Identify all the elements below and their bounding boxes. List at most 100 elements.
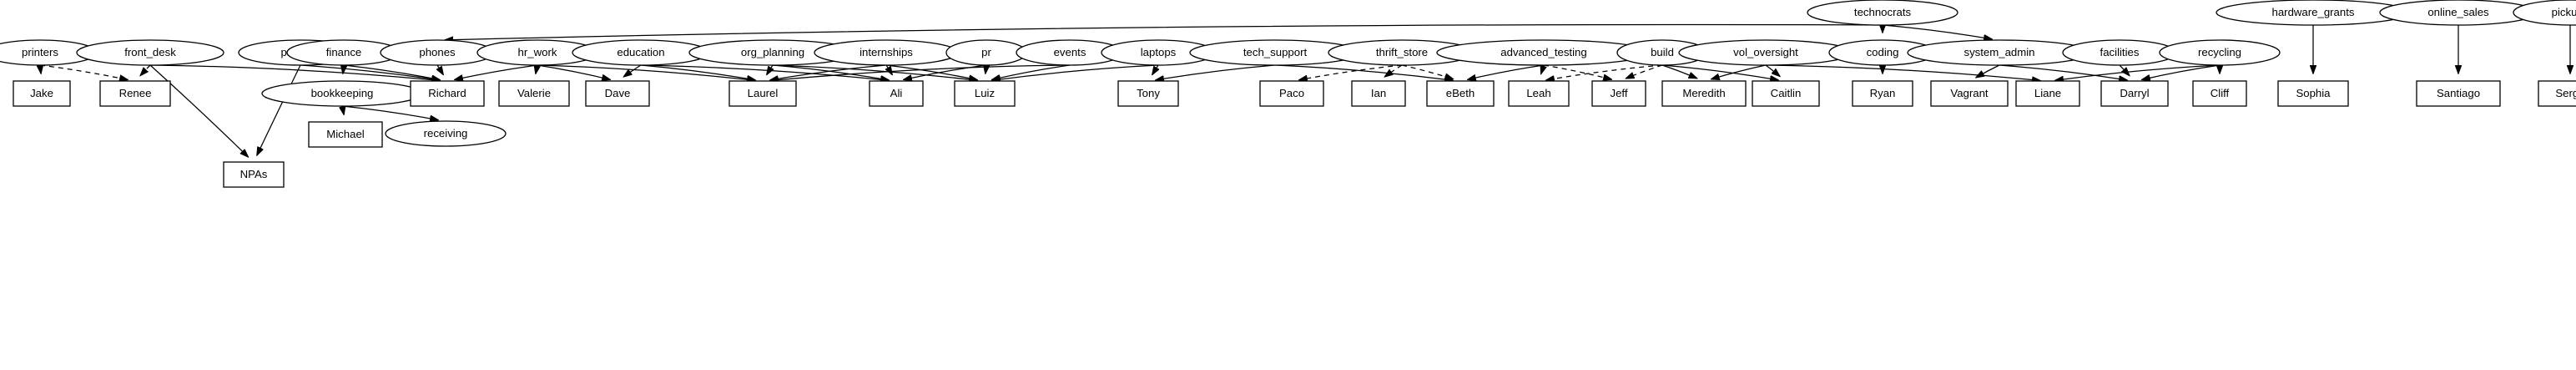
person-node-Vagrant[interactable]: Vagrant (1930, 80, 2009, 107)
person-node-Michael[interactable]: Michael (308, 121, 383, 148)
person-node-shape[interactable] (2538, 80, 2576, 107)
task-node-shape[interactable] (2513, 0, 2576, 26)
person-node-shape[interactable] (1117, 80, 1179, 107)
person-node-Renee[interactable]: Renee (99, 80, 171, 107)
person-node-Ian[interactable]: Ian (1351, 80, 1406, 107)
edge-system_admin-to-Darryl (1999, 64, 2127, 80)
edge-hr_work-to-Valerie (536, 65, 537, 73)
task-node-shape[interactable] (385, 120, 507, 147)
person-node-shape[interactable] (1351, 80, 1406, 107)
person-node-shape[interactable] (223, 161, 285, 188)
person-node-Tony[interactable]: Tony (1117, 80, 1179, 107)
person-node-shape[interactable] (1259, 80, 1324, 107)
person-node-shape[interactable] (2277, 80, 2349, 107)
person-node-shape[interactable] (2015, 80, 2080, 107)
edge-path (455, 64, 538, 79)
edge-build-to-Leah (1546, 64, 1663, 80)
person-node-eBeth[interactable]: eBeth (1426, 80, 1495, 107)
task-node-bookkeeping[interactable]: bookkeeping (261, 80, 423, 107)
edge-path (1401, 64, 1453, 79)
person-node-shape[interactable] (1508, 80, 1570, 107)
edge-phones-to-Richard (437, 64, 443, 74)
task-node-shape[interactable] (76, 39, 224, 66)
person-node-shape[interactable] (1752, 80, 1820, 107)
edge-vol_oversight-to-Caitlin (1765, 64, 1780, 76)
edge-path (149, 64, 248, 157)
person-node-Leah[interactable]: Leah (1508, 80, 1570, 107)
task-node-shape[interactable] (814, 39, 959, 66)
task-node-shape[interactable] (2159, 39, 2281, 66)
edge-path (1976, 64, 2000, 78)
person-node-shape[interactable] (1591, 80, 1646, 107)
edge-path (537, 64, 755, 80)
edge-tech_support-to-Tony (1156, 64, 1276, 80)
task-node-recycling[interactable]: recycling (2159, 39, 2281, 66)
person-node-shape[interactable] (728, 80, 797, 107)
edges-layer (40, 23, 2570, 157)
person-node-Darryl[interactable]: Darryl (2100, 80, 2169, 107)
task-node-shape[interactable] (261, 80, 423, 107)
person-node-Jeff[interactable]: Jeff (1591, 80, 1646, 107)
edge-path (1152, 64, 1158, 74)
person-node-Paco[interactable]: Paco (1259, 80, 1324, 107)
person-node-shape[interactable] (1426, 80, 1495, 107)
person-node-Jake[interactable]: Jake (13, 80, 71, 107)
person-node-Ali[interactable]: Ali (869, 80, 924, 107)
task-node-receiving[interactable]: receiving (385, 120, 507, 147)
edge-bookkeeping-to-Michael (342, 106, 344, 114)
edge-path (1661, 64, 1778, 80)
person-node-Liane[interactable]: Liane (2015, 80, 2080, 107)
person-node-Valerie[interactable]: Valerie (498, 80, 570, 107)
task-node-shape[interactable] (1678, 39, 1853, 66)
task-node-front_desk[interactable]: front_desk (76, 39, 224, 66)
person-node-Caitlin[interactable]: Caitlin (1752, 80, 1820, 107)
task-node-internships[interactable]: internships (814, 39, 959, 66)
person-node-shape[interactable] (498, 80, 570, 107)
edge-printers-to-Jake (40, 65, 41, 73)
person-node-Cliff[interactable]: Cliff (2192, 80, 2247, 107)
task-node-shape[interactable] (1807, 0, 1958, 26)
person-node-shape[interactable] (1852, 80, 1913, 107)
person-node-Ryan[interactable]: Ryan (1852, 80, 1913, 107)
edge-thrift_store-to-eBeth (1401, 64, 1453, 79)
task-node-shape[interactable] (945, 39, 1027, 66)
edge-finance-to-bookkeeping (343, 65, 344, 73)
person-node-Laurel[interactable]: Laurel (728, 80, 797, 107)
task-node-pickups[interactable]: pickups (2513, 0, 2576, 26)
edge-path (623, 64, 642, 77)
person-node-Serge[interactable]: Serge (2538, 80, 2576, 107)
person-node-shape[interactable] (308, 121, 383, 148)
task-node-vol_oversight[interactable]: vol_oversight (1678, 39, 1853, 66)
person-node-NPAs[interactable]: NPAs (223, 161, 285, 188)
person-node-shape[interactable] (13, 80, 71, 107)
edge-path (536, 65, 537, 73)
edge-facilities-to-Darryl (2119, 64, 2130, 76)
person-node-shape[interactable] (954, 80, 1016, 107)
person-node-shape[interactable] (410, 80, 485, 107)
person-node-Meredith[interactable]: Meredith (1661, 80, 1747, 107)
person-node-shape[interactable] (2100, 80, 2169, 107)
person-node-shape[interactable] (585, 80, 650, 107)
edge-path (140, 64, 151, 76)
person-node-shape[interactable] (1930, 80, 2009, 107)
edge-recycling-to-Liane (2055, 64, 2221, 80)
person-node-shape[interactable] (99, 80, 171, 107)
task-node-pr[interactable]: pr (945, 39, 1027, 66)
person-node-Sophia[interactable]: Sophia (2277, 80, 2349, 107)
edge-thrift_store-to-Paco (1299, 64, 1403, 80)
person-node-shape[interactable] (2416, 80, 2501, 107)
edge-path (257, 64, 301, 155)
task-node-technocrats[interactable]: technocrats (1807, 0, 1958, 26)
person-node-Luiz[interactable]: Luiz (954, 80, 1016, 107)
person-node-Richard[interactable]: Richard (410, 80, 485, 107)
edge-path (1882, 24, 1992, 39)
edge-path (1156, 64, 1276, 80)
person-node-Santiago[interactable]: Santiago (2416, 80, 2501, 107)
person-node-shape[interactable] (869, 80, 924, 107)
person-node-Dave[interactable]: Dave (585, 80, 650, 107)
person-node-shape[interactable] (2192, 80, 2247, 107)
edge-path (767, 64, 773, 74)
edge-path (1384, 64, 1403, 77)
person-node-shape[interactable] (1661, 80, 1747, 107)
